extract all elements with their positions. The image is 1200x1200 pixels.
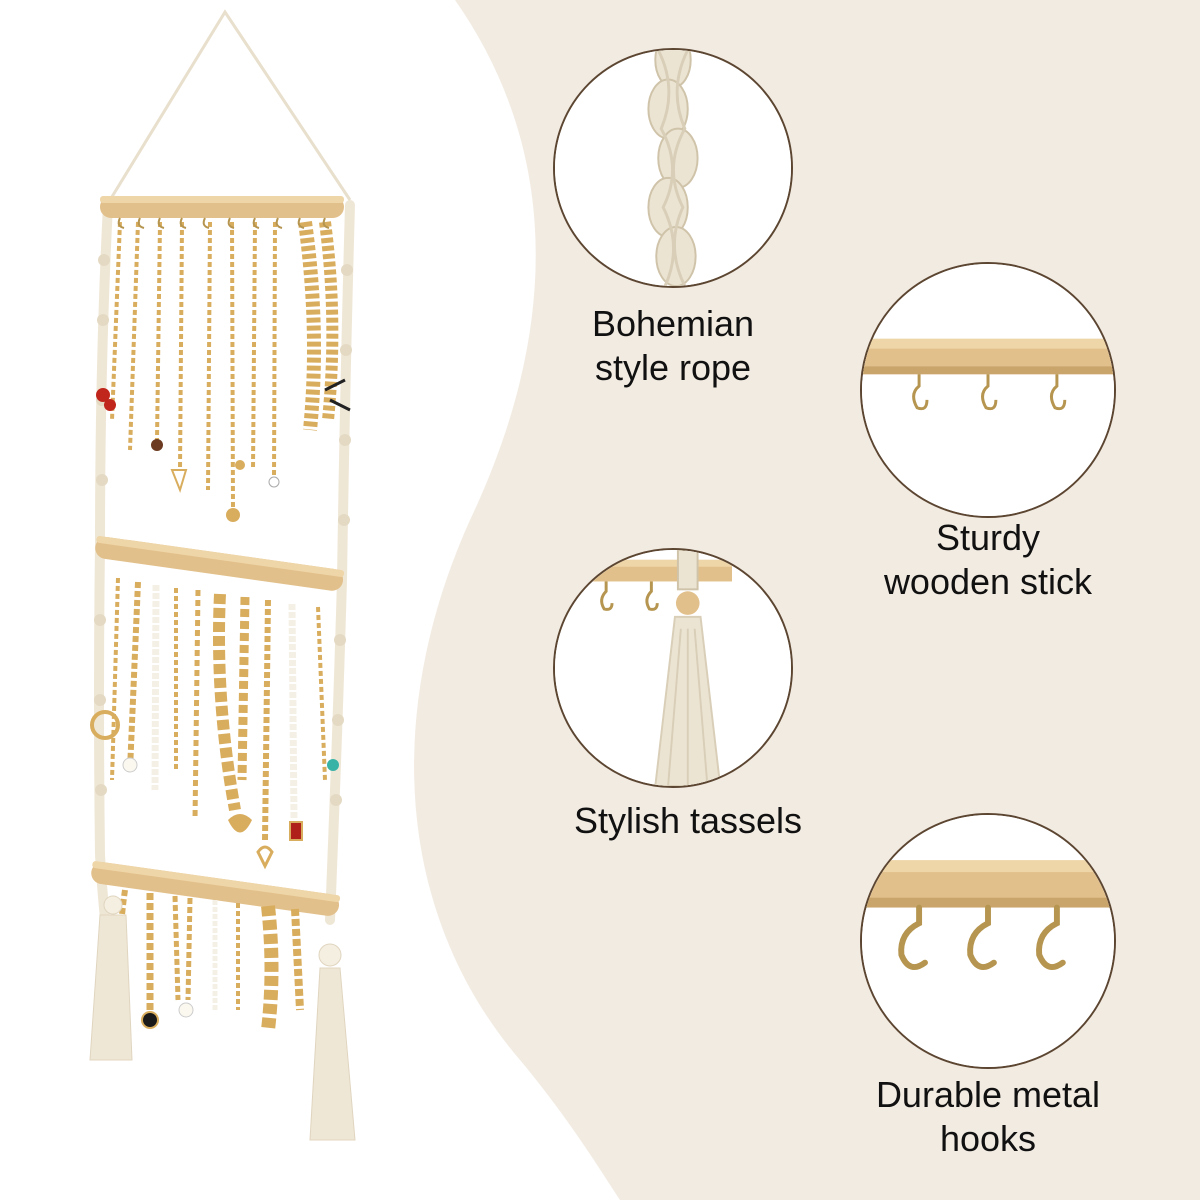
feature-label-tassels: Stylish tassels — [573, 800, 803, 841]
feature-circle-tassel — [553, 548, 793, 788]
feature-label-rope: Bohemian style rope — [591, 303, 755, 388]
rope-knots — [94, 254, 353, 806]
pendants-tier-2 — [90, 710, 339, 870]
rope-closeup-image — [555, 50, 791, 286]
feature-circle-rope — [553, 48, 793, 288]
hooks — [117, 217, 330, 229]
necklaces-tier-1 — [110, 221, 339, 511]
feature-circle-wooden-stick — [860, 262, 1116, 518]
necklaces-tier-2 — [110, 577, 327, 841]
feature-circle-metal-hooks — [860, 813, 1116, 1069]
hanging-string — [108, 9, 352, 201]
wooden-stick-closeup-image — [862, 264, 1114, 516]
tassel-closeup-image — [555, 550, 791, 786]
pendants-tier-3 — [141, 1002, 194, 1029]
feature-label-metal-hooks: Durable metal hooks — [875, 1074, 1101, 1159]
feature-label-wooden-stick: Sturdy wooden stick — [883, 517, 1093, 602]
tassels — [89, 895, 356, 1141]
metal-hooks-closeup-image — [862, 815, 1114, 1067]
pendants-tier-1 — [96, 378, 351, 522]
necklaces-tier-3 — [117, 889, 304, 1031]
wooden-rods — [91, 196, 345, 916]
